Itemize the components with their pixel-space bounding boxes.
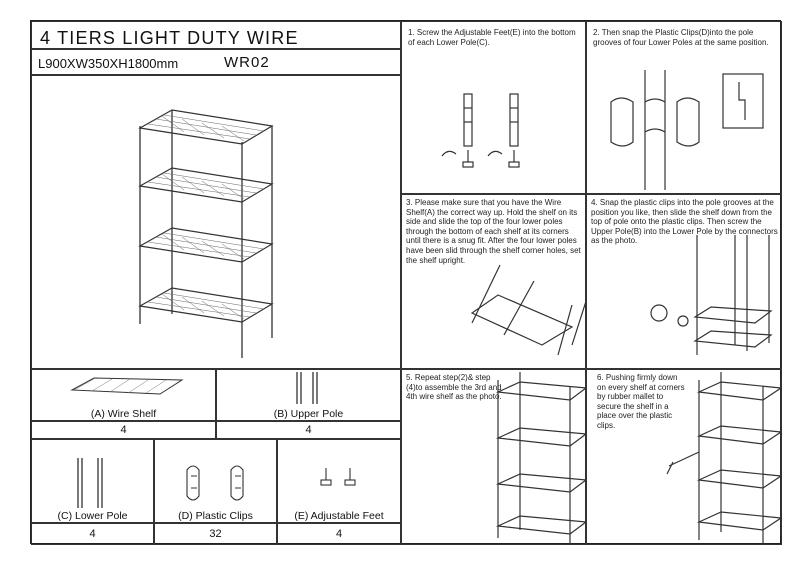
step-4-illustration <box>650 235 773 355</box>
part-d-cell: (D) Plastic Clips <box>154 439 277 523</box>
part-a-qty: 4 <box>120 424 127 436</box>
step-5-text: 5. Repeat step(2)& step (4)to assemble t… <box>406 373 502 402</box>
part-a-qty-cell: 4 <box>31 421 216 439</box>
upper-pole-icon <box>296 372 318 404</box>
step-3-illustration <box>470 264 585 356</box>
lower-pole-icon <box>77 458 103 508</box>
step-5-panel: 5. Repeat step(2)& step (4)to assemble t… <box>401 369 586 545</box>
step-4-panel: 4. Snap the plastic clips into the pole … <box>586 194 782 369</box>
part-d-label: (D) Plastic Clips <box>178 510 253 522</box>
step-1-text: 1. Screw the Adjustable Feet(E) into the… <box>408 28 576 47</box>
step-1-panel: 1. Screw the Adjustable Feet(E) into the… <box>401 21 586 194</box>
part-c-qty-cell: 4 <box>31 523 154 545</box>
plastic-clips-icon <box>186 465 244 501</box>
part-e-label: (E) Adjustable Feet <box>294 510 384 522</box>
assembled-shelf-figure <box>31 75 401 369</box>
part-e-qty-cell: 4 <box>277 523 401 545</box>
part-d-qty-cell: 32 <box>154 523 277 545</box>
part-a-label: (A) Wire Shelf <box>90 408 157 420</box>
wire-shelf-icon <box>70 377 184 395</box>
step-2-text: 2. Then snap the Plastic Clips(D)into th… <box>593 28 769 47</box>
part-c-label: (C) Lower Pole <box>57 510 128 522</box>
part-c-qty: 4 <box>89 528 96 540</box>
part-b-qty-cell: 4 <box>216 421 401 439</box>
step-6-panel: 6. Pushing firmly down on every shelf at… <box>586 369 782 545</box>
step-2-illustration <box>610 70 764 190</box>
part-c-cell: (C) Lower Pole <box>31 439 154 523</box>
step-5-illustration <box>495 372 585 544</box>
instruction-sheet: 4 TIERS LIGHT DUTY WIRE SHELVING L900XW3… <box>30 20 782 545</box>
part-b-label: (B) Upper Pole <box>273 408 344 420</box>
model-number: WR02 <box>224 54 270 71</box>
step-6-text: 6. Pushing firmly down on every shelf at… <box>597 373 685 430</box>
part-a-cell: (A) Wire Shelf <box>31 369 216 421</box>
spec-box: L900XW350XH1800mm WR02 <box>31 49 401 75</box>
step-2-panel: 2. Then snap the Plastic Clips(D)into th… <box>586 21 782 194</box>
part-b-cell: (B) Upper Pole <box>216 369 401 421</box>
product-title: 4 TIERS LIGHT DUTY WIRE SHELVING <box>40 28 299 48</box>
part-d-qty: 32 <box>209 528 222 540</box>
title-box: 4 TIERS LIGHT DUTY WIRE SHELVING <box>31 21 401 49</box>
product-dimensions: L900XW350XH1800mm <box>38 56 179 71</box>
part-e-cell: (E) Adjustable Feet <box>277 439 401 523</box>
assembled-shelf-illustration <box>138 109 274 358</box>
step-4-text: 4. Snap the plastic clips into the pole … <box>591 198 778 246</box>
step-3-text: 3. Please make sure that you have the Wi… <box>406 198 581 265</box>
step-6-illustration <box>666 372 781 544</box>
step-1-illustration <box>441 93 520 168</box>
part-e-qty: 4 <box>335 528 343 540</box>
step-3-panel: 3. Please make sure that you have the Wi… <box>401 194 586 369</box>
adjustable-feet-icon <box>320 468 356 486</box>
part-b-qty: 4 <box>305 424 312 436</box>
